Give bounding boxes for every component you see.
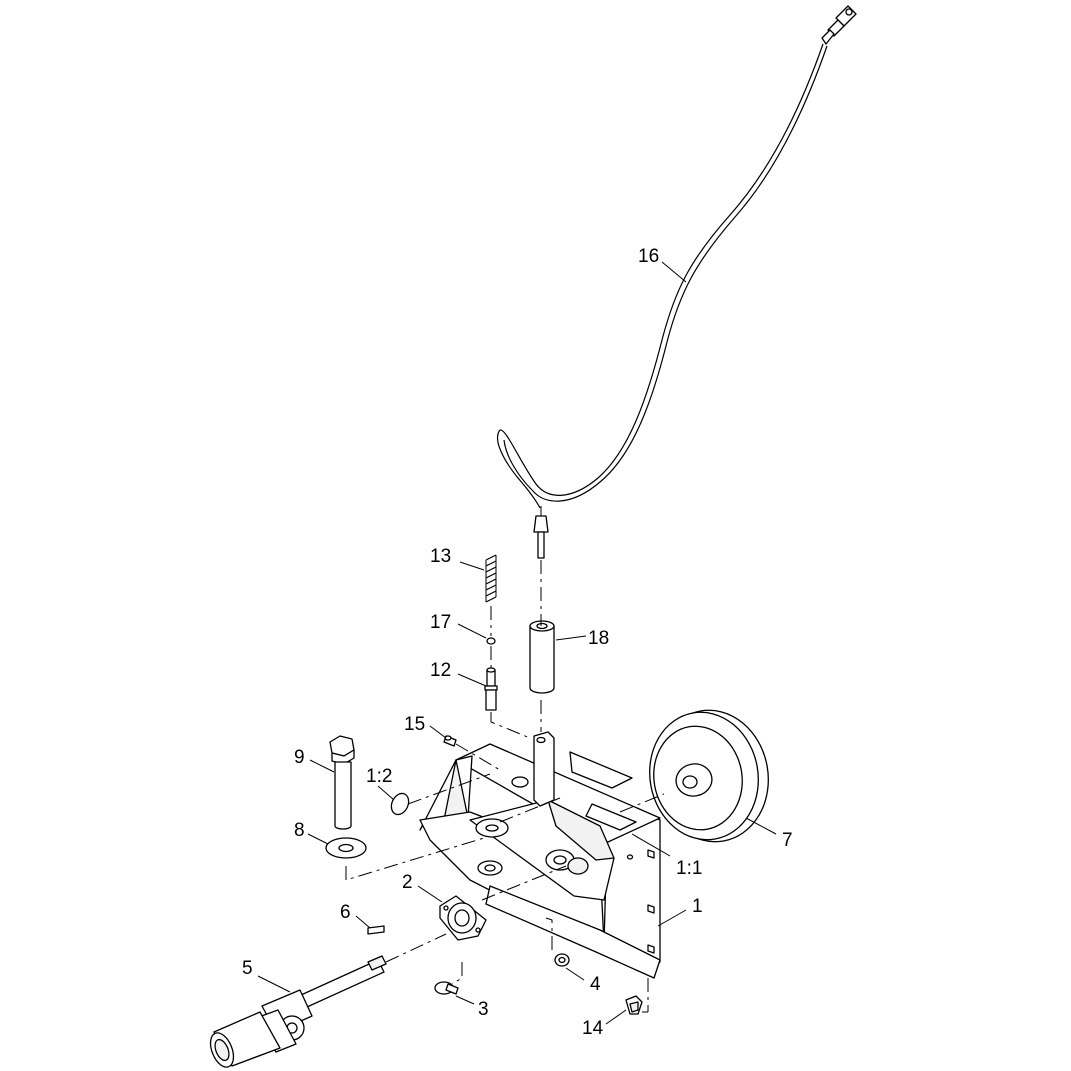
- callout-2: 2: [402, 872, 413, 893]
- callout-15: 15: [404, 714, 425, 735]
- part-5-shaft: [209, 955, 387, 1068]
- part-4-nut: [554, 953, 570, 967]
- callout-14: 14: [582, 1018, 604, 1039]
- callout-16: 16: [638, 246, 659, 267]
- part-17-nut: [486, 637, 496, 645]
- callout-1-2: 1:2: [366, 766, 392, 787]
- assembly-center-lines: [345, 560, 665, 1013]
- callout-6: 6: [340, 902, 351, 923]
- part-9-bolt: [329, 735, 355, 830]
- callout-8: 8: [294, 820, 305, 841]
- callout-17: 17: [430, 612, 451, 633]
- part-18-sleeve: [529, 620, 555, 694]
- callout-labels: 16 13 17 18 12 15 9 1:2 8 7 1:1 2 1 6 5 …: [242, 246, 793, 1039]
- part-3-carriage-bolt: [434, 981, 459, 995]
- part-2-bearing: [439, 895, 487, 941]
- part-7-pulley: [649, 709, 769, 843]
- callout-5: 5: [242, 958, 253, 979]
- part-14-clip: [625, 995, 643, 1015]
- part-16-cable: [497, 5, 857, 559]
- callout-7: 7: [782, 830, 793, 851]
- callout-3: 3: [478, 999, 489, 1020]
- part-1-2-disc: [390, 792, 410, 816]
- callout-12: 12: [430, 660, 451, 681]
- callout-9: 9: [294, 747, 305, 768]
- callout-18: 18: [588, 628, 609, 649]
- callout-1-1: 1:1: [676, 858, 702, 879]
- leader-lines: [257, 261, 777, 1025]
- part-6-key: [367, 925, 385, 935]
- part-13-spring: [485, 554, 497, 603]
- part-15-screw: [443, 735, 457, 747]
- part-1-bracket: [419, 731, 661, 979]
- part-8-washer: [325, 837, 367, 859]
- part-12-pin: [484, 667, 498, 711]
- callout-13: 13: [430, 546, 451, 567]
- callout-4: 4: [590, 974, 601, 995]
- callout-1: 1: [692, 896, 703, 917]
